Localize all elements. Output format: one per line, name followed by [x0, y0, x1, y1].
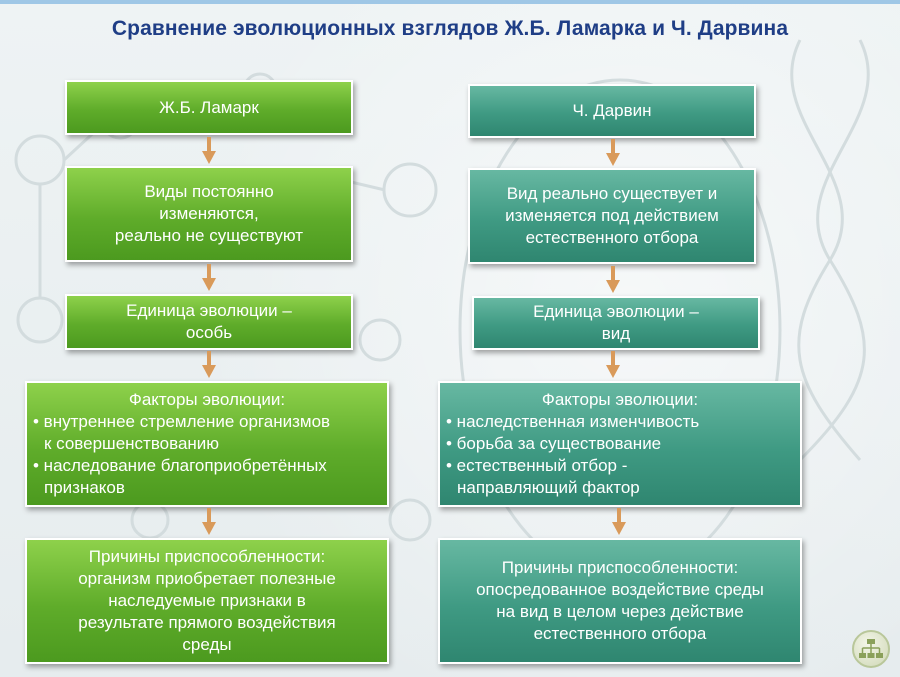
down-arrow-icon: [612, 508, 626, 535]
down-arrow-icon: [606, 351, 620, 378]
lamarck-factor-item-cont: признаков: [44, 478, 125, 497]
lamarck-factor-item: • наследование благоприобретённых: [33, 456, 327, 475]
darwin-factor-item: • борьба за существование: [446, 434, 662, 453]
lamarck-factors-title: Факторы эволюции:: [128, 390, 286, 409]
darwin-unit-box: Единица эволюции – вид: [472, 296, 760, 350]
lamarck-adaptation-line: результате прямого воздействия: [78, 613, 336, 632]
lamarck-adaptation-box: Причины приспособленности: организм прио…: [25, 538, 389, 664]
darwin-adaptation-line: на вид в целом через действие: [496, 602, 744, 621]
lamarck-unit-line: Единица эволюции –: [126, 301, 292, 320]
darwin-adaptation-line: Причины приспособленности:: [501, 558, 739, 577]
lamarck-header-box: Ж.Б. Ламарк: [65, 80, 353, 135]
lamarck-adaptation-line: Причины приспособленности:: [88, 547, 326, 566]
lamarck-views-line: изменяются,: [159, 204, 259, 223]
darwin-unit-line: вид: [601, 324, 631, 343]
darwin-adaptation-box: Причины приспособленности: опосредованно…: [438, 538, 802, 664]
lamarck-views-line: Виды постоянно: [144, 182, 274, 201]
down-arrow-icon: [606, 139, 620, 166]
darwin-adaptation-line: опосредованное воздействие среды: [476, 580, 764, 599]
darwin-unit-line: Единица эволюции –: [533, 302, 699, 321]
darwin-adaptation-line: естественного отбора: [533, 624, 707, 643]
down-arrow-icon: [606, 266, 620, 293]
darwin-views-box: Вид реально существует и изменяется под …: [468, 168, 756, 264]
lamarck-views-line: реально не существуют: [114, 226, 304, 245]
down-arrow-icon: [202, 508, 216, 535]
darwin-views-line: естественного отбора: [525, 228, 699, 247]
darwin-name: Ч. Дарвин: [572, 101, 652, 120]
down-arrow-icon: [202, 137, 216, 164]
darwin-factor-item: • естественный отбор -: [446, 456, 628, 475]
lamarck-adaptation-line: организм приобретает полезные: [78, 569, 336, 588]
lamarck-name: Ж.Б. Ламарк: [159, 97, 259, 117]
lamarck-views-box: Виды постоянно изменяются, реально не су…: [65, 166, 353, 262]
lamarck-unit-line: особь: [185, 323, 233, 342]
top-accent-bar: [0, 0, 900, 4]
lamarck-unit-box: Единица эволюции – особь: [65, 294, 353, 350]
navigation-home-button[interactable]: [852, 630, 890, 668]
hierarchy-icon: [859, 639, 883, 658]
darwin-header-box: Ч. Дарвин: [468, 84, 756, 138]
lamarck-factors-box: Факторы эволюции: • внутреннее стремлени…: [25, 381, 389, 507]
slide-title: Сравнение эволюционных взглядов Ж.Б. Лам…: [111, 17, 789, 40]
darwin-factor-item: • наследственная изменчивость: [446, 412, 700, 431]
lamarck-factor-item: • внутреннее стремление организмов: [33, 412, 331, 431]
down-arrow-icon: [202, 351, 216, 378]
lamarck-adaptation-line: среды: [182, 635, 232, 654]
darwin-factors-box: Факторы эволюции: • наследственная измен…: [438, 381, 802, 507]
lamarck-adaptation-line: наследуемые признаки в: [108, 591, 306, 610]
down-arrow-icon: [202, 264, 216, 291]
darwin-views-line: Вид реально существует и: [506, 184, 718, 203]
lamarck-factor-item-cont: к совершенствованию: [44, 434, 220, 453]
darwin-views-line: изменяется под действием: [505, 206, 719, 225]
darwin-factors-title: Факторы эволюции:: [541, 390, 699, 409]
darwin-factor-item-cont: направляющий фактор: [457, 478, 640, 497]
